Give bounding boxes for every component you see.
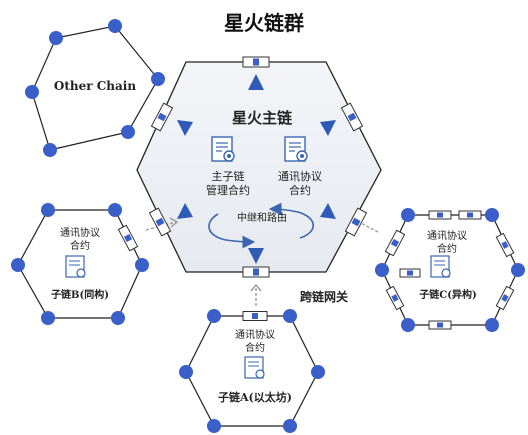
gateway-block-core [391, 294, 399, 302]
gateway-label: 跨链网关 [300, 289, 348, 304]
node-dot [401, 318, 415, 332]
gateway-block-core [407, 270, 413, 276]
gateway-block [385, 285, 405, 311]
direction-triangle [248, 74, 264, 90]
gateway-block-core [437, 322, 443, 328]
node-dot [135, 258, 149, 272]
gateway-block [495, 285, 515, 311]
gateway-block [384, 229, 406, 257]
relay-arrow-left [208, 213, 256, 249]
direction-triangle [177, 203, 193, 219]
diagram-title: 星火链群 [224, 11, 304, 35]
gateway-block [242, 311, 268, 321]
node-dot [207, 309, 221, 323]
direction-triangle [248, 248, 264, 264]
gateway-block-core [351, 217, 361, 227]
subchain-b-contract-line1: 通讯协议 [60, 226, 100, 239]
gateway-block-core [437, 212, 443, 218]
gateway-block [148, 207, 172, 237]
gateway-block-core [155, 217, 165, 227]
direction-triangle [177, 120, 193, 136]
node-dot [25, 85, 39, 99]
contract-icon [284, 136, 308, 162]
direction-triangle [320, 203, 336, 219]
gateway-block-core [501, 294, 509, 302]
main-chain-hexagon [136, 61, 382, 273]
gateway-arrow-a-head [250, 283, 262, 292]
main-contract-label-line1: 主子链 [212, 169, 245, 183]
node-dot [108, 19, 122, 33]
gateway-block [340, 102, 364, 132]
gateway-block-core [501, 241, 509, 249]
gateway-block [458, 210, 482, 220]
relay-label: 中继和路由 [237, 211, 287, 224]
node-dot [111, 311, 125, 325]
node-dot [207, 419, 221, 433]
contract-icon [211, 136, 235, 162]
node-dot [511, 263, 525, 277]
node-dot [283, 419, 297, 433]
gateway-block [117, 224, 139, 252]
subchain-b-contract-line2: 合约 [70, 239, 90, 252]
gateway-block [399, 268, 421, 278]
node-dot [108, 203, 122, 217]
relay-arrow-right [268, 202, 315, 239]
node-dot [121, 125, 135, 139]
node-dot [485, 208, 499, 222]
node-dot [43, 143, 57, 157]
gateway-block [242, 56, 270, 68]
node-dot [375, 263, 389, 277]
gateway-block [495, 232, 515, 258]
gateway-block-core [390, 238, 400, 248]
gateway-block-core [157, 112, 167, 122]
node-dot [41, 311, 55, 325]
other-chain-label: Other Chain [54, 79, 136, 93]
gateway-block-core [123, 233, 133, 243]
contract-icon [244, 356, 265, 379]
main-contract-label-line2: 管理合约 [206, 183, 250, 197]
gateway-block [428, 320, 452, 330]
node-dot [401, 208, 415, 222]
node-dot [41, 203, 55, 217]
gateway-arrow-b-head [169, 217, 179, 228]
gateway-block-core [347, 112, 357, 122]
subchain-c-contract-line1: 通讯协议 [427, 229, 467, 242]
subchain-b-label: 子链B(同构) [51, 288, 109, 301]
main-chain-label: 星火主链 [232, 109, 293, 127]
gateway-block-core [467, 212, 473, 218]
node-dot [179, 365, 193, 379]
node-dot [311, 365, 325, 379]
node-dot [283, 309, 297, 323]
direction-triangle [320, 120, 336, 136]
node-dot [49, 31, 63, 45]
gateway-block [428, 210, 452, 220]
gateway-block-core [253, 268, 259, 276]
gateway-block [150, 102, 174, 132]
comm-contract-label-line1: 通讯协议 [278, 169, 322, 183]
comm-contract-label-line2: 合约 [289, 183, 311, 197]
node-dot [11, 258, 25, 272]
node-dot [151, 72, 165, 86]
contract-icon [430, 255, 451, 278]
contract-icon [65, 255, 86, 278]
subchain-a-contract-line1: 通讯协议 [235, 328, 275, 341]
subchain-a-label: 子链A(以太坊) [218, 390, 292, 404]
gateway-block-core [252, 313, 258, 319]
gateway-block [242, 266, 270, 278]
gateway-block [344, 207, 368, 237]
subchain-a-contract-line2: 合约 [245, 341, 265, 354]
gateway-block-core [253, 58, 259, 66]
subchain-c-label: 子链C(异构) [419, 288, 476, 301]
node-dot [485, 318, 499, 332]
subchain-c-contract-line2: 合约 [437, 242, 457, 255]
